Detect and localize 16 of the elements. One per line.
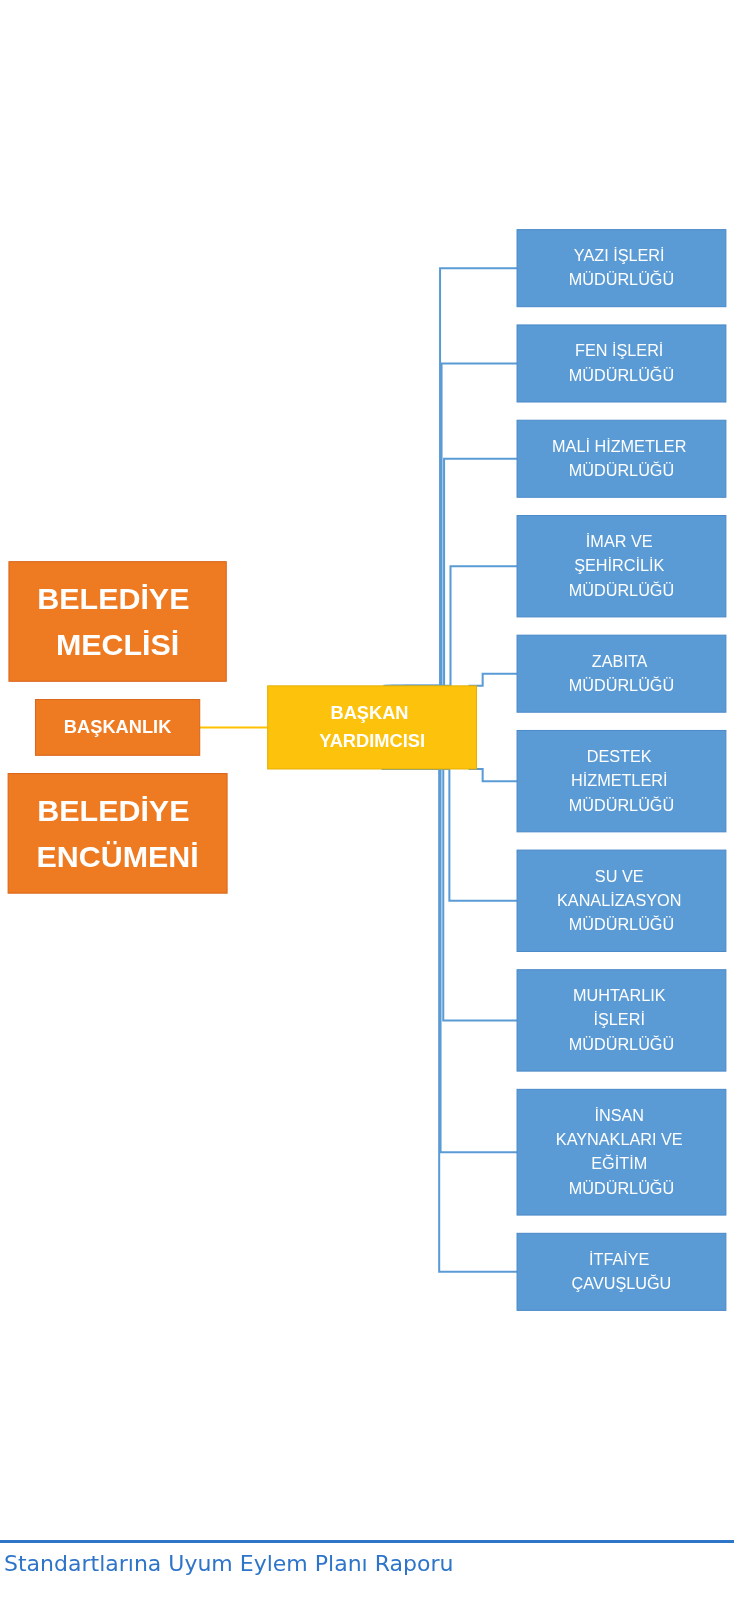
node-box: BAŞKANLIK xyxy=(34,699,201,756)
node-box: YAZI İŞLERİ MÜDÜRLÜĞÜ xyxy=(516,229,727,308)
node-box: İMAR VE ŞEHİRCİLİK MÜDÜRLÜĞÜ xyxy=(516,515,727,618)
node-box: İTFAİYE ÇAVUŞLUĞU xyxy=(516,1232,727,1311)
node-box: BELEDİYE ENCÜMENİ xyxy=(7,773,228,894)
node-box: BAŞKAN YARDIMCISI xyxy=(267,685,477,770)
node-box: FEN İŞLERİ MÜDÜRLÜĞÜ xyxy=(516,324,727,403)
node-box: DESTEK HİZMETLERİ MÜDÜRLÜĞÜ xyxy=(516,729,727,833)
connector xyxy=(199,726,268,729)
node-box: MUHTARLIK İŞLERİ MÜDÜRLÜĞÜ xyxy=(516,969,727,1072)
node-box: SU VE KANALİZASYON MÜDÜRLÜĞÜ xyxy=(516,849,727,952)
node-box: BELEDİYE MECLİSİ xyxy=(8,561,227,682)
node-box: MALİ HİZMETLER MÜDÜRLÜĞÜ xyxy=(516,419,727,498)
node-box: İNSAN KAYNAKLARI VE EĞİTİM MÜDÜRLÜĞÜ xyxy=(516,1088,727,1216)
footer-text: Standartlarına Uyum Eylem Planı Raporu xyxy=(3,1551,454,1576)
node-box: ZABITA MÜDÜRLÜĞÜ xyxy=(516,634,727,713)
